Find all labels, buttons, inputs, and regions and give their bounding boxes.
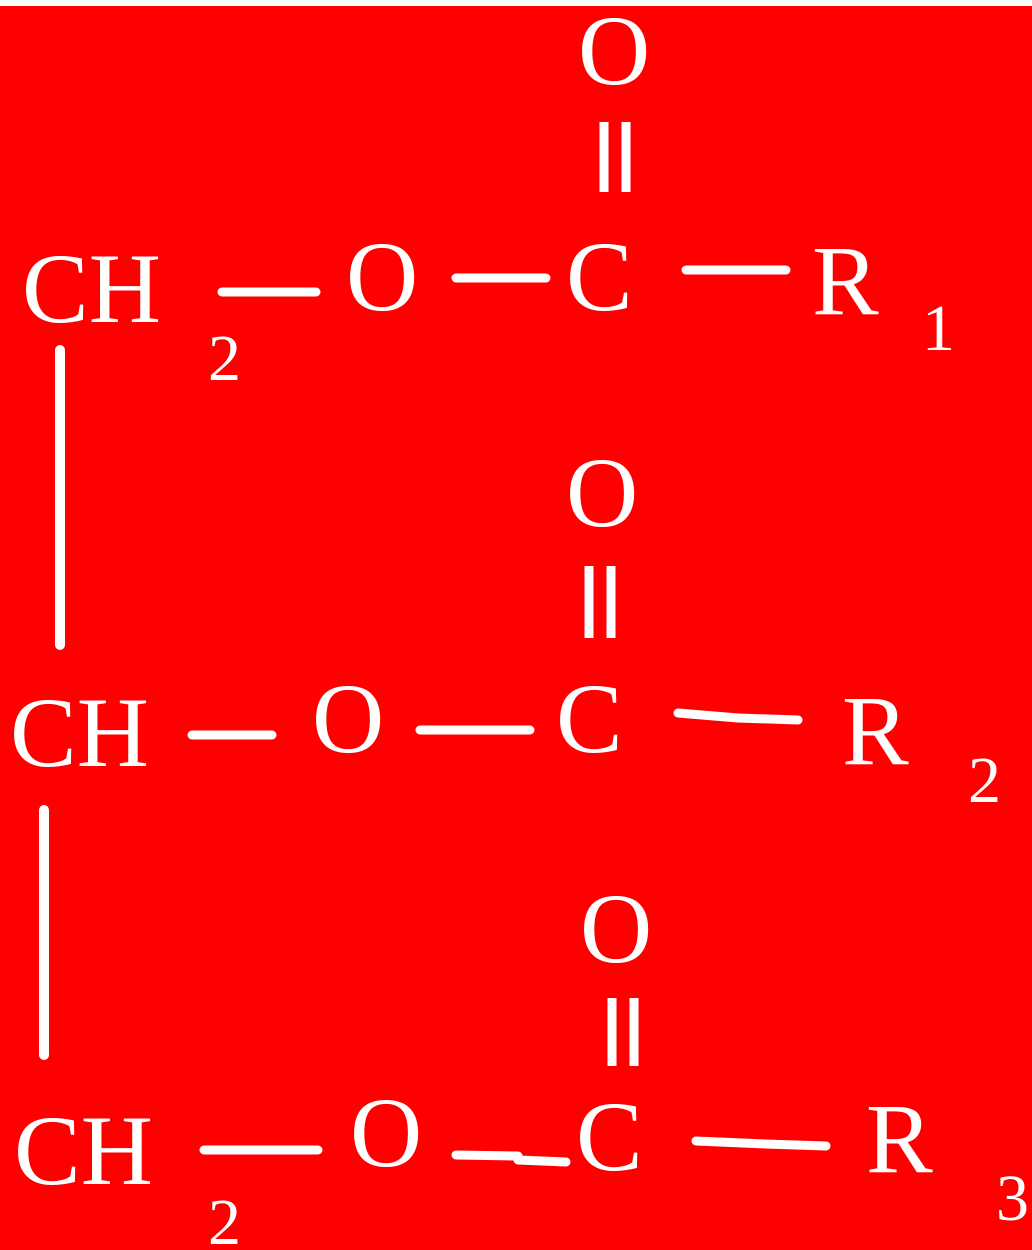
bond-c-r-3b [761,1139,831,1151]
r-group-2: R [842,675,909,786]
carbonyl-carbon-1: C [566,221,633,332]
bond-c-r-3a [691,1136,771,1149]
ester-row-1: CH 2 O C O R 1 [22,6,955,395]
r-group-3-subscript: 3 [996,1162,1029,1235]
ch2-bottom-subscript: 2 [208,1186,241,1250]
bond-c-r-2a [673,708,743,723]
r-group-1: R [812,225,879,336]
ch2-top-label: CH [22,233,161,344]
carbonyl-oxygen-1: O [578,6,650,106]
carbonyl-carbon-2: C [556,663,623,774]
ch2-bottom-label: CH [14,1095,153,1206]
bond-o-c-3a [451,1150,523,1161]
carbonyl-oxygen-2: O [566,437,638,548]
ch-middle-label: CH [10,677,149,788]
triglyceride-structure: CH 2 O C O R 1 CH O C O R [0,6,1032,1250]
r-group-3: R [866,1083,933,1194]
ch2-top-subscript: 2 [208,322,241,395]
bond-c-r-2b [733,713,803,725]
carbonyl-oxygen-3: O [580,873,652,984]
ester-row-2: CH O C O R 2 [10,437,1001,817]
ester-oxygen-3: O [350,1077,422,1188]
bond-o-c-3b [513,1155,571,1167]
ester-oxygen-2: O [312,663,384,774]
structure-diagram: CH 2 O C O R 1 CH O C O R [0,6,1032,1250]
r-group-2-subscript: 2 [968,744,1001,817]
ester-row-3: CH 2 O C O R 3 [14,873,1029,1250]
carbonyl-carbon-3: C [576,1081,643,1192]
background [0,6,1032,1250]
r-group-1-subscript: 1 [922,292,955,365]
ester-oxygen-1: O [346,221,418,332]
